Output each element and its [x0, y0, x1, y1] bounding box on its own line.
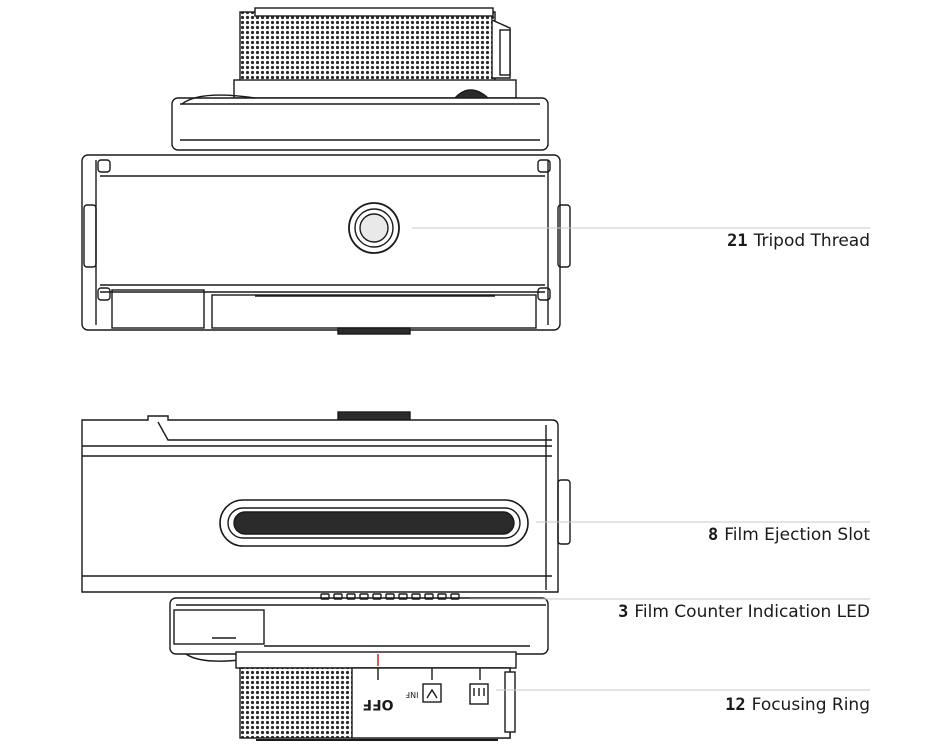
callout-text: Film Counter Indication LED: [634, 602, 870, 622]
close-up-mode-icon: [469, 683, 489, 705]
tripod-thread: [348, 202, 400, 254]
callout-number: 3: [618, 602, 629, 622]
leader-lines: [412, 227, 870, 691]
focus-inf-mark: INF: [405, 690, 418, 699]
callout-number: 12: [725, 695, 746, 715]
film-counter-leds: [320, 593, 460, 600]
camera-body-bottom: [81, 154, 561, 331]
callout-text: Focusing Ring: [751, 695, 870, 715]
focus-off-mark: OFF: [362, 696, 393, 712]
focusing-ring: [239, 654, 516, 739]
camera-top-view: [81, 411, 571, 741]
callout-text: Tripod Thread: [753, 231, 870, 251]
film-ejection-slot: [219, 499, 529, 547]
callout-number: 8: [707, 525, 719, 545]
camera-bottom-view: [81, 7, 571, 335]
macro-mode-icon: [422, 683, 442, 703]
callout-number: 21: [727, 231, 748, 251]
lens-barrel-top: [239, 11, 496, 83]
callout-text: Film Ejection Slot: [724, 525, 870, 545]
